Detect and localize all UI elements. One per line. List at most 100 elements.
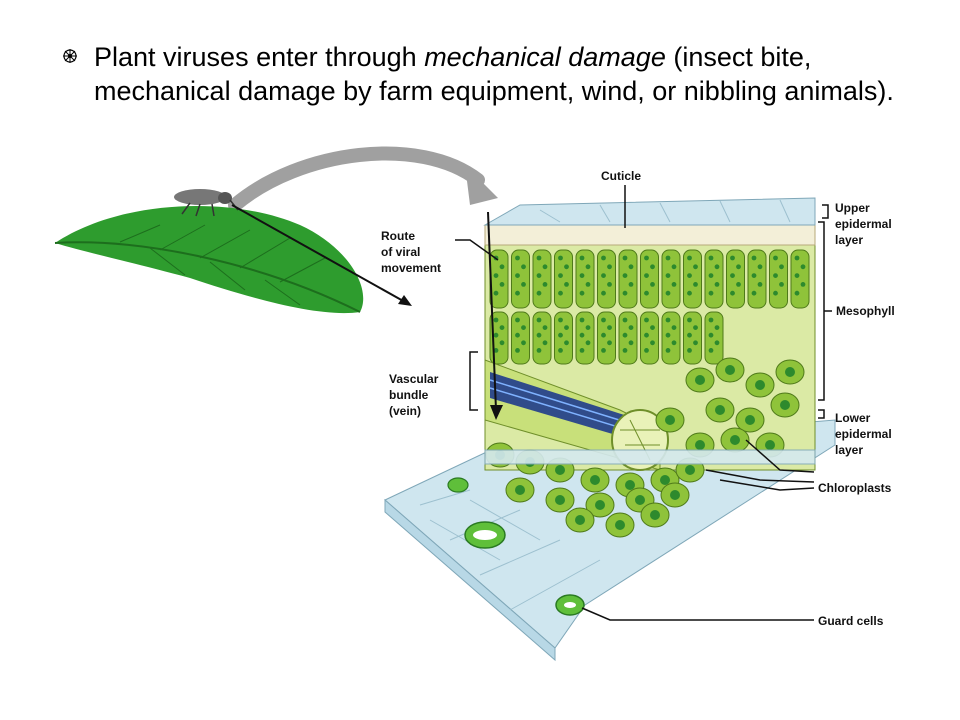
chloroplast bbox=[687, 290, 692, 296]
chloroplast bbox=[601, 255, 606, 261]
bullet-text: Plant viruses enter through mechanical d… bbox=[94, 40, 914, 108]
chloroplast bbox=[585, 282, 591, 287]
chloroplast bbox=[635, 495, 645, 505]
chloroplast bbox=[622, 332, 628, 338]
chloroplast bbox=[542, 340, 548, 346]
chloroplast bbox=[773, 290, 778, 296]
cuticle-top-surface bbox=[483, 197, 816, 226]
chloroplast bbox=[785, 367, 795, 377]
chloroplast bbox=[564, 282, 569, 287]
chloroplast bbox=[521, 282, 526, 287]
bracket-mesophyll bbox=[818, 221, 832, 401]
chloroplast bbox=[644, 273, 649, 278]
chloroplast bbox=[564, 325, 569, 330]
palisade-cell bbox=[597, 249, 616, 309]
chloroplast bbox=[536, 332, 542, 338]
chloroplast bbox=[665, 290, 671, 296]
chloroplast bbox=[693, 325, 698, 330]
chloroplast bbox=[615, 520, 625, 530]
chloroplast bbox=[564, 264, 569, 270]
label-guard-cells: Guard cells bbox=[818, 614, 884, 628]
chloroplast bbox=[665, 415, 675, 425]
label-route-1: Route bbox=[381, 229, 415, 243]
chloroplast bbox=[601, 273, 606, 278]
chloroplast bbox=[515, 348, 520, 353]
chloroplast bbox=[708, 290, 714, 296]
chloroplast bbox=[745, 415, 755, 425]
chloroplast bbox=[515, 485, 525, 495]
chloroplast bbox=[687, 348, 692, 353]
chloroplast bbox=[515, 290, 520, 296]
chloroplast bbox=[671, 325, 677, 330]
chloroplast bbox=[521, 340, 526, 346]
chloroplast bbox=[542, 325, 548, 330]
chloroplast bbox=[558, 317, 563, 323]
label-vascular-1: Vascular bbox=[389, 372, 439, 386]
chloroplast bbox=[794, 255, 800, 261]
chloroplast bbox=[665, 273, 671, 278]
chloroplast bbox=[607, 325, 612, 330]
palisade-cell bbox=[683, 249, 702, 309]
chloroplast bbox=[644, 332, 649, 338]
chloroplast bbox=[665, 332, 671, 338]
chloroplast bbox=[579, 332, 585, 338]
palisade-cell bbox=[511, 249, 530, 309]
chloroplast bbox=[725, 365, 735, 375]
cross-section-front bbox=[484, 224, 816, 538]
palisade-cell bbox=[726, 249, 745, 309]
chloroplast bbox=[644, 348, 649, 353]
chloroplast bbox=[585, 340, 591, 346]
chloroplast bbox=[687, 332, 692, 338]
label-lower-epidermal-2: epidermal bbox=[835, 427, 892, 441]
curved-arrow bbox=[228, 146, 498, 212]
chloroplast bbox=[499, 264, 505, 270]
chloroplast bbox=[499, 325, 505, 330]
chloroplast bbox=[628, 282, 634, 287]
palisade-cell bbox=[661, 249, 681, 309]
leaf-route-arrow bbox=[231, 204, 412, 306]
chloroplast bbox=[493, 348, 499, 353]
chloroplast bbox=[757, 282, 763, 287]
chloroplast bbox=[708, 273, 714, 278]
chloroplast bbox=[515, 332, 520, 338]
chloroplast bbox=[708, 317, 714, 323]
chloroplast bbox=[671, 282, 677, 287]
chloroplast bbox=[515, 317, 520, 323]
chloroplast bbox=[650, 510, 660, 520]
label-route-3: movement bbox=[381, 261, 441, 275]
chloroplast bbox=[730, 273, 735, 278]
leader-lines bbox=[455, 185, 815, 621]
palisade-cell bbox=[532, 249, 552, 309]
chloroplast bbox=[751, 273, 757, 278]
chloroplast bbox=[773, 255, 778, 261]
chloroplast bbox=[708, 255, 714, 261]
chloroplast bbox=[730, 255, 735, 261]
chloroplast bbox=[660, 475, 670, 485]
chloroplast bbox=[779, 282, 784, 287]
chloroplast bbox=[558, 348, 563, 353]
route-arrow-vertical bbox=[487, 211, 503, 420]
chloroplast bbox=[780, 400, 790, 410]
chloroplast bbox=[665, 255, 671, 261]
chloroplast bbox=[800, 282, 806, 287]
palisade-cell bbox=[747, 249, 767, 309]
label-route-2: of viral bbox=[381, 245, 420, 259]
chloroplast bbox=[622, 273, 628, 278]
chloroplast bbox=[650, 282, 655, 287]
chloroplast bbox=[628, 340, 634, 346]
chloroplast bbox=[536, 290, 542, 296]
chloroplast bbox=[493, 332, 499, 338]
chloroplast bbox=[590, 475, 600, 485]
bracket-lower-epidermal bbox=[818, 409, 825, 419]
chloroplast bbox=[542, 282, 548, 287]
label-upper-epidermal-3: layer bbox=[835, 233, 863, 247]
chloroplast bbox=[765, 440, 775, 450]
chloroplast bbox=[800, 264, 806, 270]
chloroplast bbox=[601, 348, 606, 353]
chloroplast bbox=[794, 290, 800, 296]
chloroplast bbox=[715, 405, 725, 415]
chloroplast bbox=[687, 317, 692, 323]
chloroplast bbox=[755, 380, 765, 390]
chloroplast bbox=[499, 340, 505, 346]
